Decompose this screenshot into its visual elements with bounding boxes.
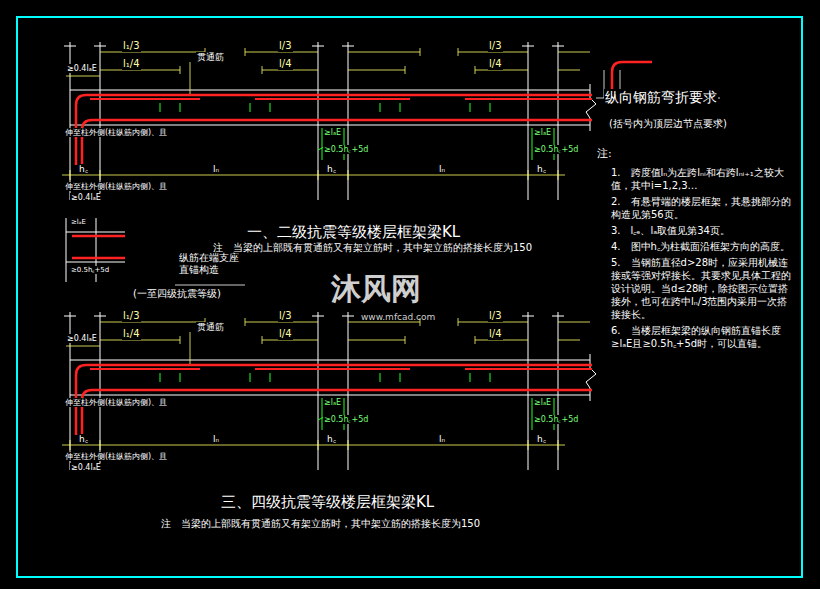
dimension-label: ≥0.4lₐE: [70, 193, 102, 202]
note-item: 6. 当楼层框架梁的纵向钢筋直锚长度≥lₐE且≥0.5h꜀+5d时，可以直锚。: [610, 324, 798, 350]
dimension-label: l₁/3: [122, 310, 141, 322]
dimension-label: ≥lₐE: [533, 398, 552, 407]
dimension-label: ≥0.5h꜀+5d: [533, 145, 579, 154]
dimension-label: 伸至柱外侧(柱纵筋内侧)、且: [64, 128, 168, 137]
dimension-label: l/4: [278, 328, 293, 340]
dimension-label: 伸至柱外侧(柱纵筋内侧)、且: [64, 182, 168, 191]
dimension-label: (一至四级抗震等级): [132, 288, 222, 300]
dimension-label: l/3: [278, 310, 293, 322]
watermark: 沐风网: [330, 272, 422, 307]
dimension-label: h꜀: [326, 434, 337, 444]
heading-note: (括号内为顶层边节点要求): [608, 118, 728, 130]
drawing-note: 注 当梁的上部既有贯通筋又有架立筋时，其中架立筋的搭接长度为150: [160, 518, 481, 530]
dimension-label: l/3: [278, 40, 293, 52]
dimension-label: ≥lₐE: [323, 398, 342, 407]
note-item: 5. 当钢筋直径d>28时，应采用机械连接或等强对焊接长。其要求见具体工程的设计…: [610, 256, 798, 321]
dimension-label: ≥0.5h꜀+5d: [533, 415, 579, 424]
dimension-label: h꜀: [78, 434, 89, 444]
dimension-label: l/3: [488, 40, 503, 52]
notes-heading: 注:: [596, 148, 613, 161]
dimension-label: 纵筋在端支座直锚构造: [178, 252, 244, 275]
dimension-label: h꜀: [536, 164, 547, 174]
dimension-label: 贯通筋: [196, 322, 225, 332]
dimension-label: ≥0.5h꜀+5d: [70, 266, 110, 274]
dimension-label: l₁/4: [122, 58, 141, 70]
dimension-label: 伸至柱外侧(柱纵筋内侧)、且: [64, 398, 168, 407]
dimension-label: lₙ: [212, 164, 220, 174]
dimension-label: ≥lₐE: [533, 128, 552, 137]
dimension-label: ≥lₐE: [323, 128, 342, 137]
section-heading: 纵向钢筋弯折要求: [604, 89, 718, 105]
dimension-label: l/4: [488, 58, 503, 70]
dimension-label: ≥0.5h꜀+5d: [323, 145, 369, 154]
dimension-label: h꜀: [78, 164, 89, 174]
dimension-label: l/3: [488, 310, 503, 322]
dimension-label: l₁/3: [122, 40, 141, 52]
drawing-title: 三、四级抗震等级楼层框架梁KL: [220, 494, 435, 511]
dimension-label: ≥0.4lₐE: [66, 64, 98, 73]
dimension-label: l/4: [488, 328, 503, 340]
dimension-label: lₙ: [212, 434, 220, 444]
drawing-title: 一、二级抗震等级楼层框架梁KL: [246, 224, 461, 241]
dimension-label: 贯通筋: [196, 52, 225, 62]
dimension-label: ≥lₐE: [70, 218, 87, 226]
drawing-note: 注 当梁的上部既有贯通筋又有架立筋时，其中架立筋的搭接长度为150: [212, 242, 533, 254]
note-item: 1. 跨度值lₙ为左跨lₙᵢ和右跨lₙᵢ₊₁之较大值，其中i=1,2,3…: [610, 166, 798, 192]
note-item: 4. 图中h꜀为柱截面沿框架方向的高度。: [610, 240, 798, 253]
dimension-label: l/4: [278, 58, 293, 70]
dimension-label: ≥0.4lₐE: [66, 334, 98, 343]
watermark-url: www.mfcad.com: [360, 312, 436, 322]
dimension-label: l₁/4: [122, 328, 141, 340]
note-item: 3. l꜀ₑ、lₐ取值见第34页。: [610, 224, 798, 237]
dimension-label: ≥0.5h꜀+5d: [323, 415, 369, 424]
note-item: 2. 有悬臂端的楼层框架，其悬挑部分的构造见第56页。: [610, 195, 798, 221]
dimension-label: h꜀: [536, 434, 547, 444]
dimension-label: lₙ: [438, 164, 446, 174]
dimension-label: ≥0.4lₐE: [70, 463, 102, 472]
dimension-label: h꜀: [326, 164, 337, 174]
dimension-label: 伸至柱外侧(柱纵筋内侧)、且: [64, 452, 168, 461]
dimension-label: lₙ: [438, 434, 446, 444]
